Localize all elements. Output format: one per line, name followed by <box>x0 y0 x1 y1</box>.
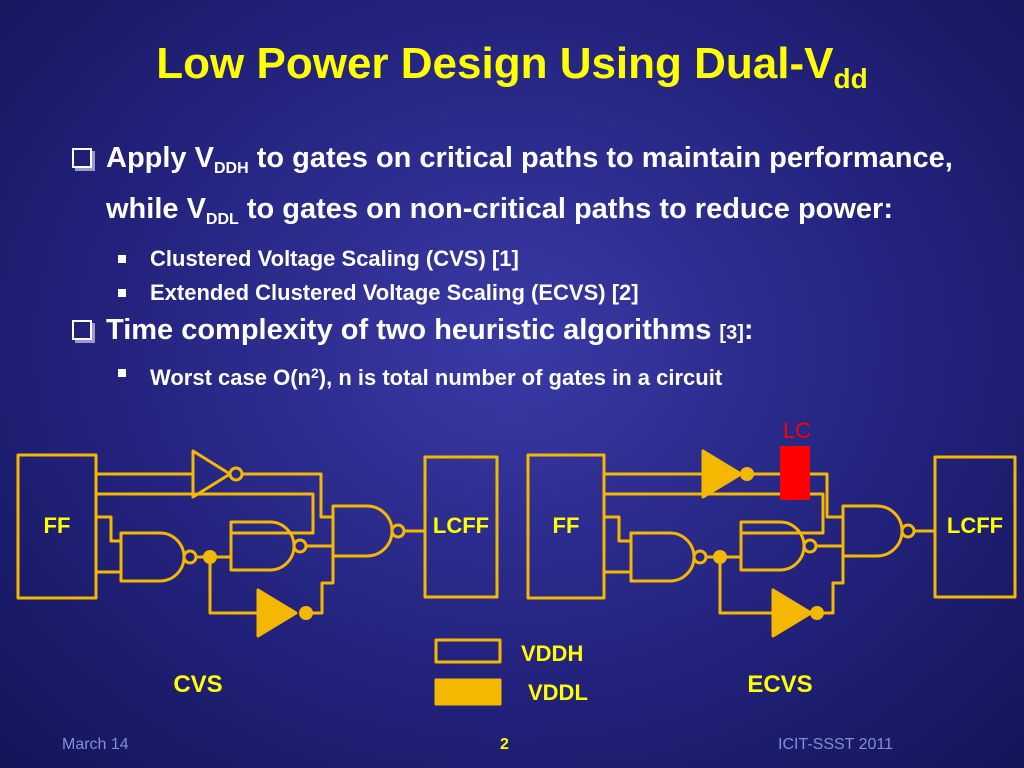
lcff-label-cvs: LCFF <box>433 513 489 538</box>
inverter-bubble <box>228 466 244 482</box>
sub-bullet-cvs: Clustered Voltage Scaling (CVS) [1] <box>68 242 968 276</box>
junction-dot <box>299 606 313 620</box>
square-bullet-icon <box>118 289 126 297</box>
slide-title: Low Power Design Using Dual-Vdd <box>156 39 868 94</box>
ff-label-cvs: FF <box>44 513 71 538</box>
nand-bubble <box>802 538 818 554</box>
sub-bullet-worst-case: Worst case O(n2), n is total number of g… <box>68 356 968 395</box>
ecvs-circuit <box>526 449 1017 638</box>
nand-bubble <box>182 549 198 565</box>
inverter-gate-vddl <box>256 588 298 638</box>
junction-dot <box>740 467 754 481</box>
lcff-block-cvs <box>423 455 499 599</box>
square-bullet-icon <box>118 255 126 263</box>
inverter-gate-vddl <box>771 588 813 638</box>
nand-gate-a-vddh <box>629 531 696 583</box>
lc-label: LC <box>783 418 811 443</box>
cvs-label: CVS <box>173 671 222 698</box>
ff-block-ecvs <box>526 453 606 600</box>
nand-bubble <box>292 538 308 554</box>
nand-bubble <box>692 549 708 565</box>
legend-vddh-label: VDDH <box>521 641 583 666</box>
junction-dot <box>203 550 217 564</box>
footer-date: March 14 <box>62 736 129 753</box>
lcff-block-ecvs <box>933 455 1017 599</box>
legend-vddh-swatch <box>434 638 502 664</box>
nand-bubble <box>390 523 406 539</box>
sub-bullet-ecvs: Extended Clustered Voltage Scaling (ECVS… <box>68 276 968 310</box>
checkbox-bullet-icon <box>72 320 92 340</box>
bullet-list: Apply VDDH to gates on critical paths to… <box>68 138 968 395</box>
legend-vddl-label: VDDL <box>528 680 588 705</box>
nand-bubble <box>900 523 916 539</box>
cvs-circuit <box>16 449 499 638</box>
nand-gate-c-vddh <box>331 504 394 558</box>
level-converter-block <box>780 446 810 500</box>
nand-gate-c-vddh <box>841 504 904 558</box>
nand-gate-a-vddh <box>119 531 186 583</box>
legend-vddl-swatch <box>434 678 502 706</box>
nand-gate-b-vddh <box>739 520 806 572</box>
nand-gate-b-vddh <box>229 520 296 572</box>
lcff-label-ecvs: LCFF <box>947 513 1003 538</box>
footer-conference: ICIT-SSST 2011 <box>778 736 894 753</box>
ff-label-ecvs: FF <box>553 513 580 538</box>
junction-dot <box>713 550 727 564</box>
ecvs-label: ECVS <box>747 671 812 698</box>
square-bullet-icon <box>118 369 126 377</box>
junction-dot <box>810 606 824 620</box>
inverter-gate-vddh <box>191 449 232 499</box>
bullet-dual-vdd: Apply VDDH to gates on critical paths to… <box>68 138 968 240</box>
bullet-time-complexity: Time complexity of two heuristic algorit… <box>68 310 968 354</box>
ff-block-cvs <box>16 453 98 600</box>
checkbox-bullet-icon <box>72 148 92 168</box>
footer-page-number: 2 <box>500 736 509 753</box>
inverter-gate-vddl <box>701 449 743 499</box>
